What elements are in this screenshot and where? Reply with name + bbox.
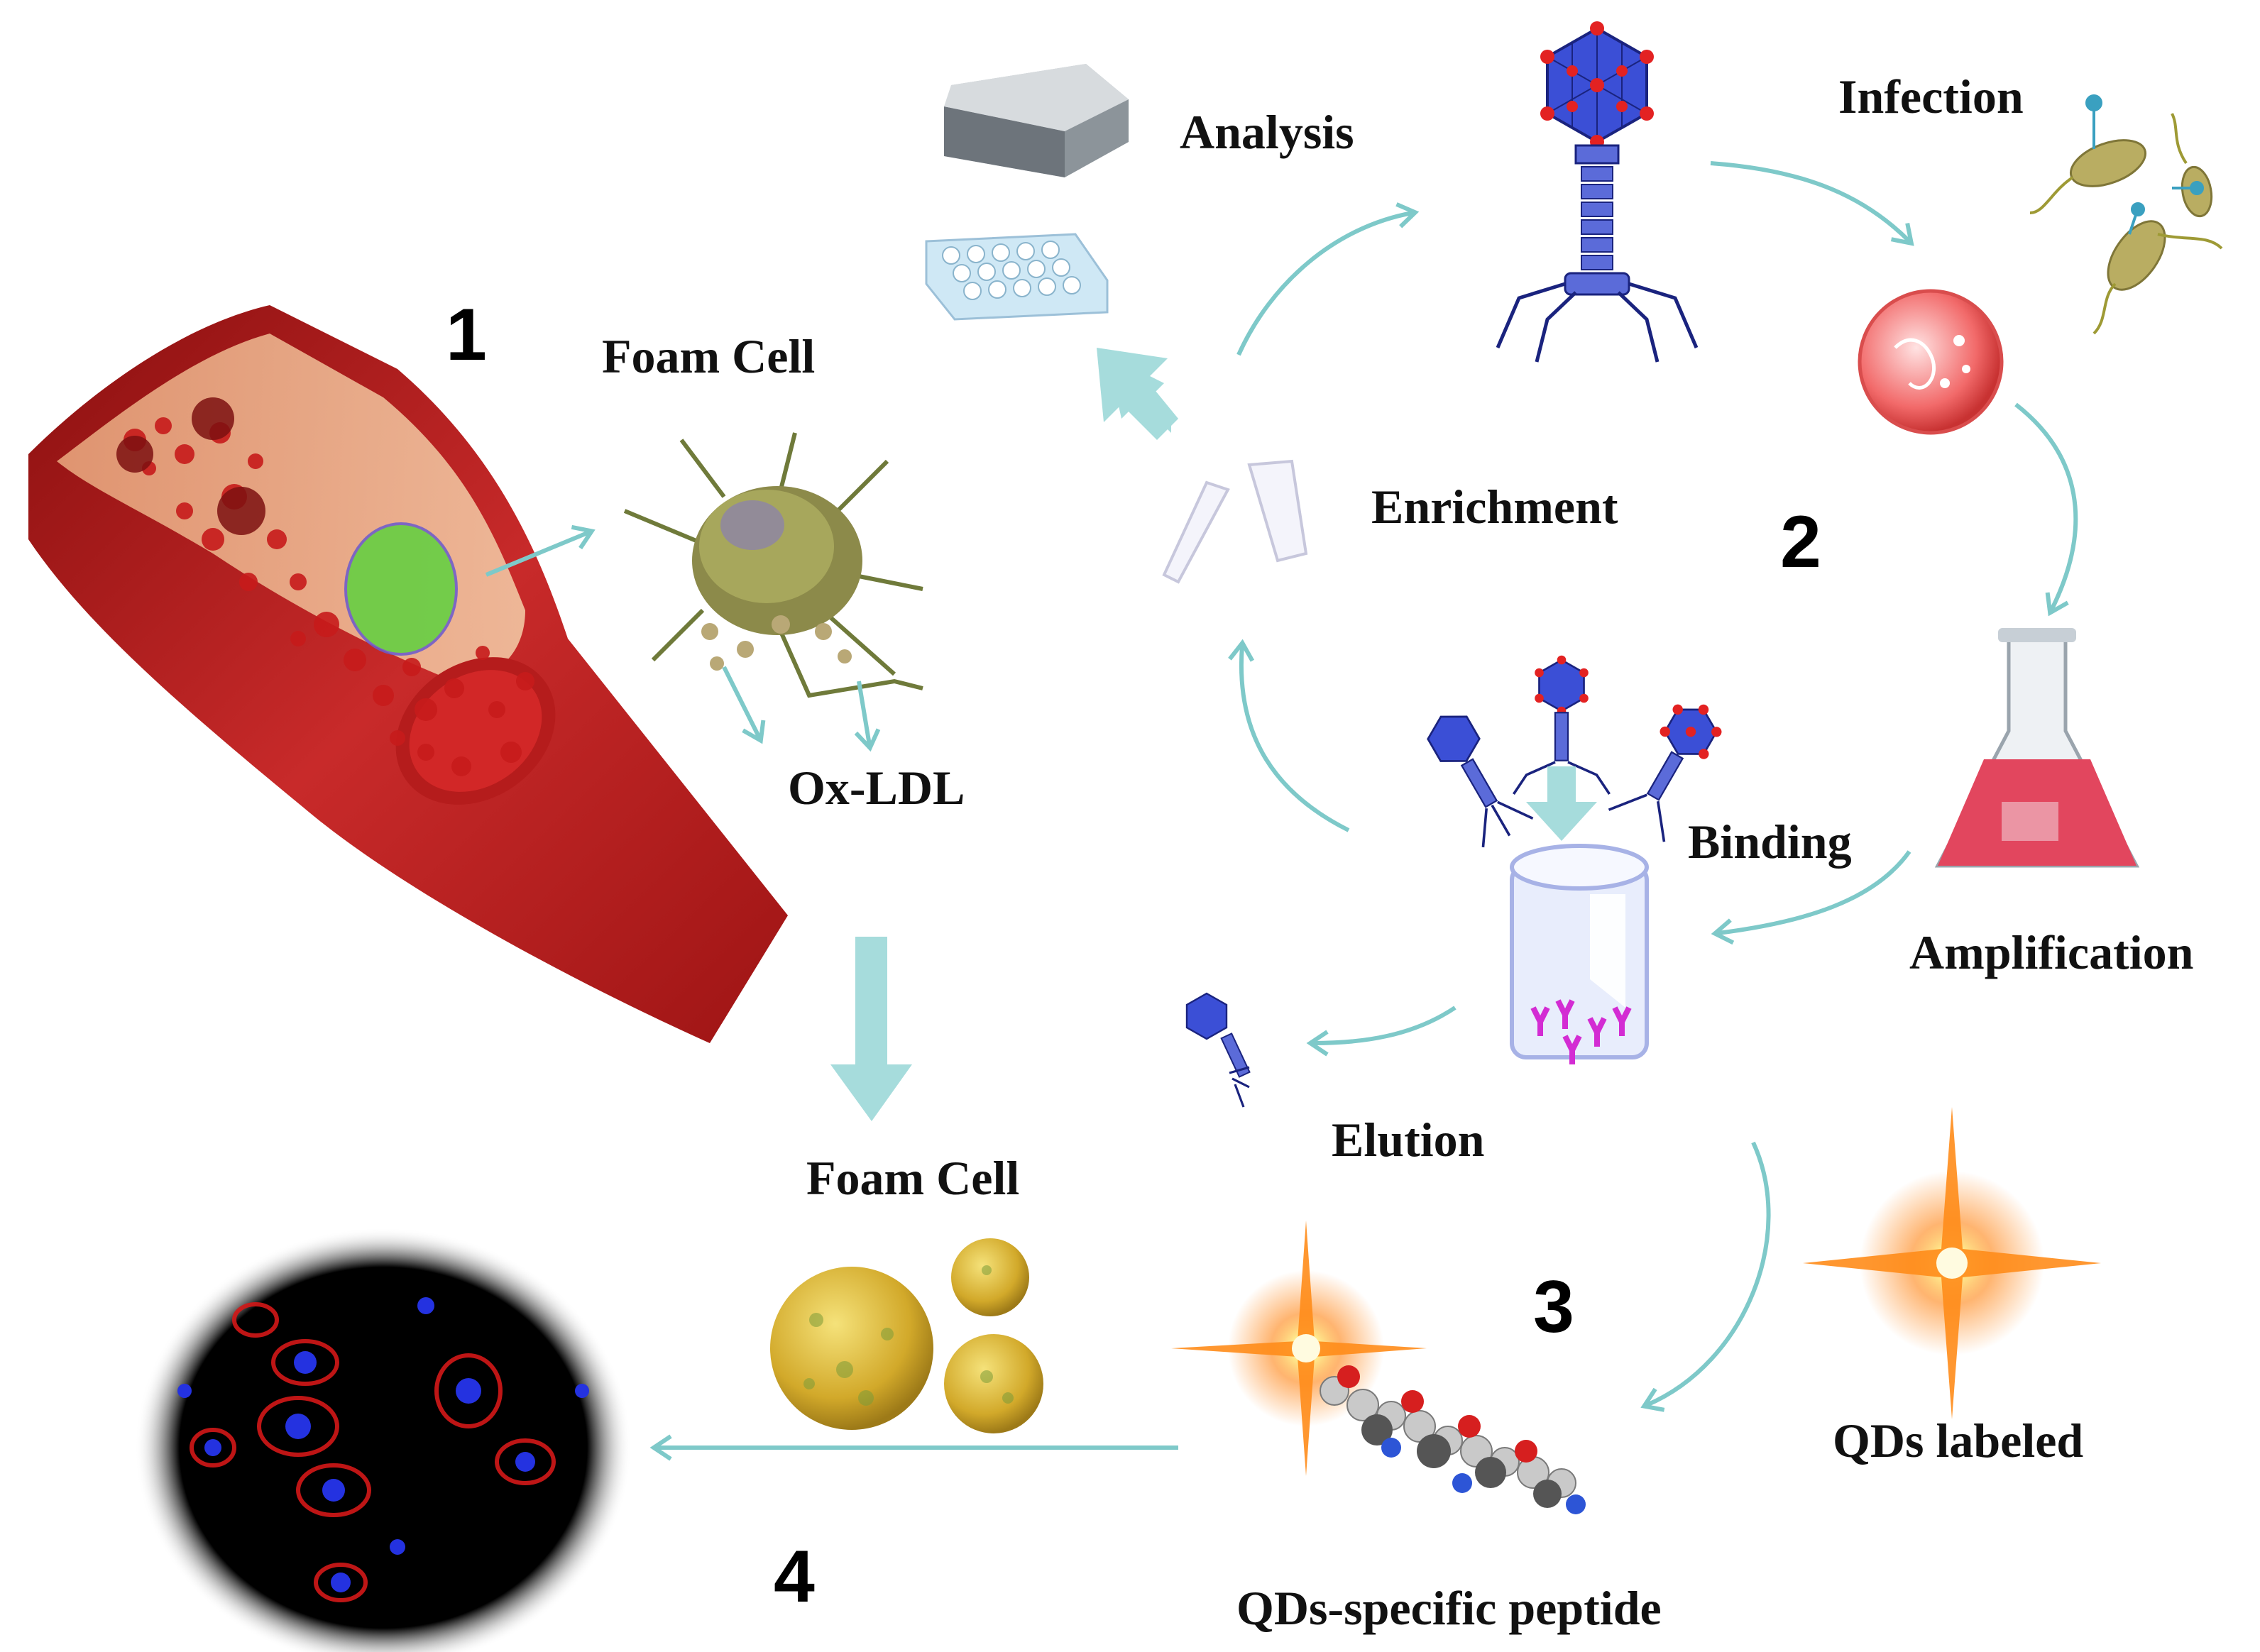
microtubes-icon	[1162, 459, 1308, 584]
arrow-well-to-elution	[1306, 1006, 1457, 1057]
foam-cell-spheres-icon	[770, 1238, 1043, 1433]
bacteriophage-icon	[1608, 704, 1722, 842]
foam-cell-macrophage-icon	[623, 432, 923, 698]
erlenmeyer-flask-icon	[1934, 628, 2140, 868]
petri-dish-icon	[1858, 289, 2004, 435]
arrow-elution-to-peptide	[1640, 1141, 1771, 1412]
fluorescence-micrograph	[135, 1228, 632, 1652]
arrow-phage-to-petri	[1710, 161, 1914, 246]
peptide-molecule-icon	[1320, 1365, 1586, 1514]
arrow-vessel-down	[830, 937, 912, 1121]
step-number-1: 1	[446, 294, 487, 376]
arrow-plaque-to-foamcell	[485, 524, 596, 577]
step-number-2: 2	[1780, 501, 1821, 583]
arrow-enrichment-to-analysis-shape	[1097, 348, 1178, 440]
arrow-binding-down	[1526, 766, 1597, 841]
workflow-arrows	[485, 161, 2078, 1461]
bacteriophage-icon	[1185, 992, 1251, 1108]
label-qds-specific-peptide: QDs-specific peptide	[1236, 1581, 1662, 1635]
label-binding: Binding	[1688, 815, 1852, 869]
arrow-foamcell-to-oxldl-2	[854, 681, 881, 752]
arrow-foamcell-to-oxldl-1	[722, 666, 766, 744]
bacteriophage-icon	[1513, 655, 1611, 795]
microplate-icon	[925, 233, 1109, 321]
quantum-dot-star-icon	[1803, 1107, 2101, 1419]
label-elution: Elution	[1332, 1113, 1485, 1167]
label-foam-cell-top: Foam Cell	[602, 329, 816, 383]
label-amplification: Amplification	[1909, 925, 2194, 979]
label-qds-labeled: QDs labeled	[1833, 1414, 2084, 1467]
plate-reader-icon	[944, 64, 1129, 177]
plaque-highlight	[344, 522, 458, 656]
arrow-enrichment-to-phage	[1236, 202, 1420, 356]
bacteriophage-icon	[1427, 715, 1534, 848]
label-infection: Infection	[1838, 70, 2024, 123]
label-foam-cell-bottom: Foam Cell	[806, 1151, 1020, 1205]
label-ox-ldl: Ox-LDL	[788, 761, 965, 815]
blood-vessel-illustration	[28, 305, 788, 1043]
binding-phages	[1427, 655, 1722, 848]
bacteriophage-icon	[1496, 21, 1699, 363]
step-number-4: 4	[774, 1536, 815, 1618]
label-analysis: Analysis	[1180, 105, 1354, 159]
bacteria-icon	[2029, 94, 2223, 335]
arrow-well-to-enrichment	[1228, 639, 1350, 832]
arrow-petri-to-flask	[2014, 402, 2078, 617]
binding-well-icon	[1510, 844, 1649, 1064]
arrow-flask-to-well	[1711, 850, 1911, 945]
label-enrichment: Enrichment	[1371, 480, 1618, 534]
step-number-3: 3	[1533, 1266, 1574, 1348]
